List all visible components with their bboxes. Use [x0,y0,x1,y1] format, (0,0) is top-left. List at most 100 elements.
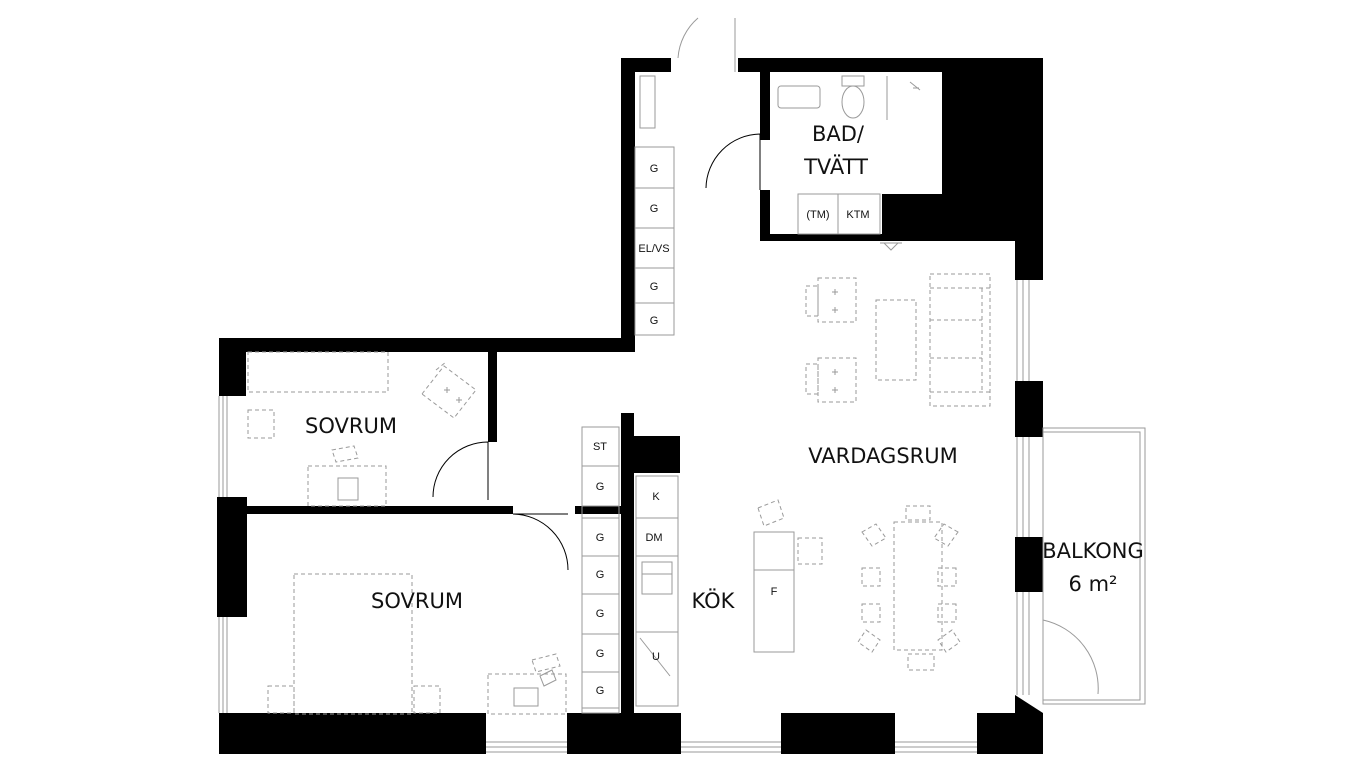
toilet-bowl [841,85,865,119]
hall-shelf [639,75,656,129]
wall-bottom-2 [567,713,681,754]
sofa [929,273,991,407]
cabinet-label: G [596,481,605,493]
room-labels: BAD/ TVÄTT SOVRUM SOVRUM VARDAGSRUM KÖK … [305,122,1144,613]
room-label-balkong: BALKONG [1042,539,1144,563]
kitchen-island [753,531,795,653]
bedroom1-door [432,441,489,500]
kitchen: ST G G G G G G K DM U F [581,426,823,714]
room-label-kok: KÖK [692,588,736,613]
hall-cabinet-block [634,146,675,336]
window-right-2 [1016,437,1030,537]
double-bed [293,573,413,715]
bedroom2-door [512,513,569,571]
room-label-bad: BAD/ [812,122,865,146]
cabinet-label: F [771,586,778,598]
cabinet-label: U [652,651,660,663]
window-right-3 [1016,592,1030,695]
wall-bedroom-div [488,350,497,442]
cabinet-label: KTM [846,209,869,221]
kitchen-column [634,436,680,473]
window-bottom-1 [486,741,567,753]
room-label-vardagsrum: VARDAGSRUM [808,444,957,468]
wall-left-1 [219,338,246,396]
cabinet-label: G [596,648,605,660]
window-bottom-3 [895,741,977,753]
desk [307,465,387,507]
windows [218,280,1030,753]
bedroom-furniture [247,351,567,715]
stool [757,499,785,527]
wall-right-2 [1015,381,1043,437]
nightstand [413,685,441,714]
cabinet-label: G [650,281,659,293]
light-marker [880,242,902,251]
window-left-1 [218,396,228,497]
bed-small [247,351,389,393]
cabinet-label: G [596,532,605,544]
balcony-rail [1042,431,1141,701]
washing-machine [837,193,881,235]
cabinet-label: ST [593,441,607,453]
nightstand [267,685,295,714]
wall-bedroom-top [219,338,635,352]
cabinet-label: K [652,491,660,503]
cabinet-label: G [650,315,659,327]
dining-table [893,521,943,651]
wall-corridor [575,506,622,514]
room-label-tvatt: TVÄTT [803,154,868,179]
cabinet-label: G [650,163,659,175]
balcony-area: 6 m² [1069,572,1118,596]
wall-bath-left-top [760,58,770,140]
dining-chairs [857,505,961,671]
hall-cabinets [634,75,675,336]
wall-corner [1015,695,1043,754]
wall-kitchen [621,413,634,715]
wall-bottom-3 [781,713,895,754]
armchair [817,277,857,323]
desk-chair [337,477,359,501]
window-right-1 [1016,280,1030,381]
toilet-tank [841,75,865,87]
walls [217,58,1043,754]
window-left-2 [218,617,228,713]
room-label-sovrum-2: SOVRUM [371,589,463,613]
shower-head [909,81,921,91]
wall-bath-left-bottom [760,190,770,240]
wall-bedrooms-middle [245,506,513,514]
desk-chair [513,669,557,707]
cabinet-label: G [650,203,659,215]
kitchen-cabinets-left [581,426,620,714]
armchair [817,357,857,403]
balcony-outline [1042,427,1146,705]
armchair [421,361,477,419]
wall-left-2 [217,497,247,617]
room-label-sovrum-1: SOVRUM [305,414,397,438]
kitchen-counter [635,475,679,707]
oven-marker [639,637,671,677]
stool [797,537,823,565]
coffee-table [875,299,917,381]
cabinet-label: DM [645,532,662,544]
wall-hall-left [621,58,635,350]
hall-cabinet-labels: G G EL/VS G G [638,163,669,327]
living-room-furniture [805,273,991,671]
cabinet-label: G [596,608,605,620]
shaft [942,58,1015,241]
window-bottom-2 [681,741,781,753]
balcony [1042,427,1146,705]
desk [487,673,567,715]
cabinet-label: G [596,685,605,697]
bathroom-fixtures: (TM) KTM [777,75,921,251]
entrance-door [677,17,736,72]
shaft-lower [882,194,944,238]
sink [641,561,673,595]
wall-right-3 [1015,537,1043,592]
washbasin [777,85,821,109]
wall-bottom-1 [219,713,486,754]
cabinet-label: EL/VS [638,243,669,255]
bath-door [705,133,761,190]
doors [432,17,1099,695]
cabinet-label: (TM) [806,209,829,221]
balcony-door [1042,619,1099,695]
